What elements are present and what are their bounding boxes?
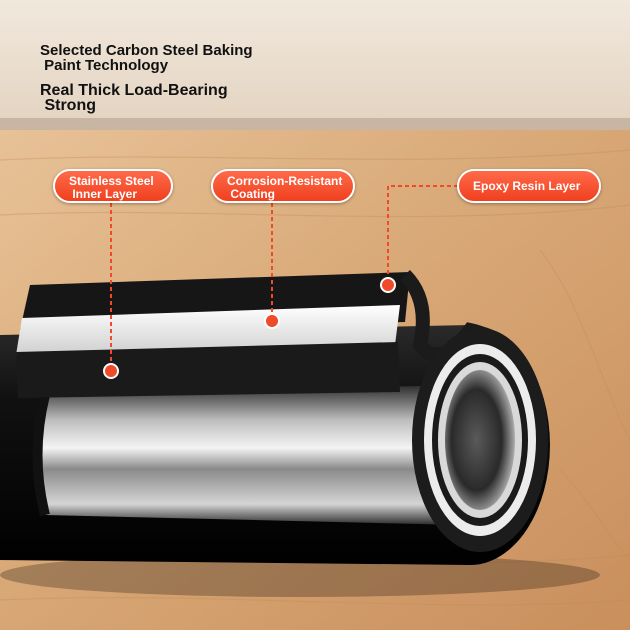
tube-end-opening: [445, 370, 515, 510]
headline-carbon-steel: Selected Carbon Steel Baking Paint Techn…: [40, 42, 253, 74]
marker-inner-layer: [103, 363, 119, 379]
label-epoxy-resin-layer: Epoxy Resin Layer: [457, 169, 601, 203]
marker-coating: [264, 313, 280, 329]
label-corrosion-coating: Corrosion-Resistant Coating: [211, 169, 355, 203]
inner-steel-edge: [32, 393, 50, 517]
peeled-lower-strip: [16, 342, 400, 398]
skirting-line: [0, 118, 630, 132]
headline-load-bearing: Real Thick Load-Bearing Strong: [40, 82, 228, 114]
marker-epoxy: [380, 277, 396, 293]
inner-steel-core: [37, 385, 460, 525]
label-stainless-inner-layer: Stainless Steel Inner Layer: [53, 169, 173, 203]
leader-lines: [110, 185, 458, 370]
marker-dots: [103, 277, 396, 379]
wall-background: [0, 0, 630, 130]
